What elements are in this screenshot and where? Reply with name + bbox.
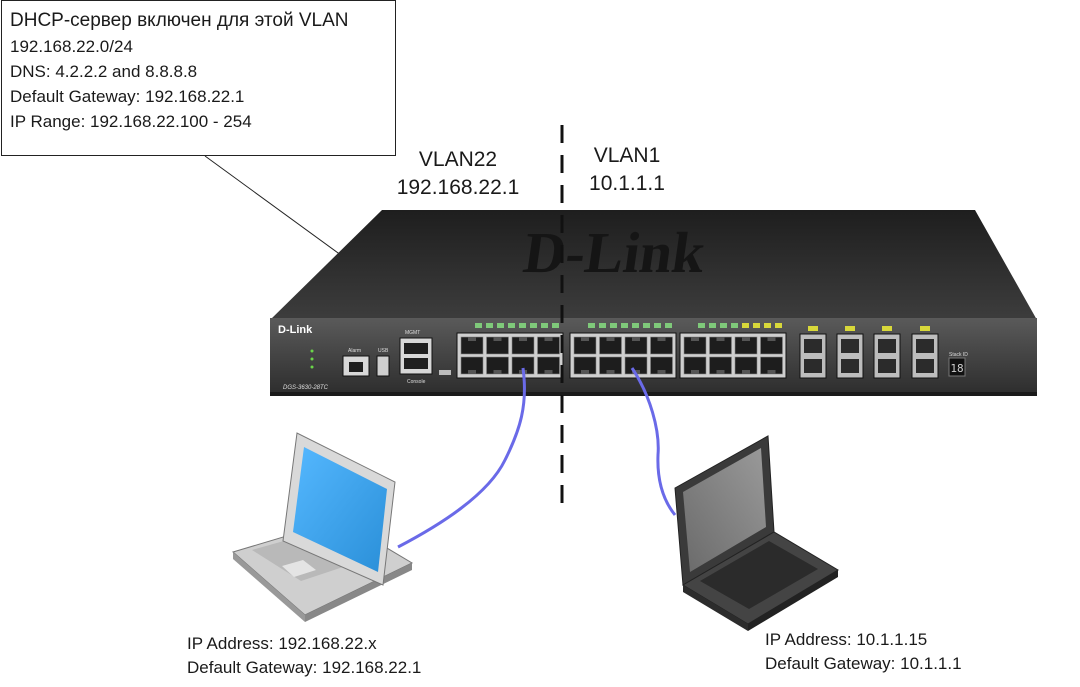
vlan-left-ip: 192.168.22.1 <box>396 176 520 199</box>
port-led <box>530 323 537 328</box>
alarm-label: Alarm <box>348 348 361 354</box>
port-led <box>665 323 672 328</box>
port-led <box>486 323 493 328</box>
port-led <box>643 323 650 328</box>
laptop-left <box>231 432 414 622</box>
stack-id-label: Stack ID <box>949 352 968 358</box>
dhcp-ip-range: IP Range: 192.168.22.100 - 254 <box>10 112 252 131</box>
stack-id-display <box>948 357 966 377</box>
rj45-port-block <box>679 332 787 379</box>
console-label: Console <box>407 379 426 385</box>
laptop-left-screen <box>293 447 387 572</box>
mgmt-label: MGMT <box>405 330 420 336</box>
laptop-left-base-front <box>305 563 412 622</box>
pc-left-info: IP Address: 192.168.22.x Default Gateway… <box>187 632 421 680</box>
laptop-right <box>674 435 839 631</box>
switch-model-label: DGS-3630-28TC <box>283 385 329 391</box>
laptop-left-touchpad <box>282 560 316 577</box>
dhcp-gateway: Default Gateway: 192.168.22.1 <box>10 87 245 106</box>
port-led <box>632 323 639 328</box>
vlan-right-name: VLAN1 <box>593 144 661 167</box>
port-led <box>764 323 771 328</box>
port-led <box>742 323 749 328</box>
rj45-port-block <box>456 332 564 379</box>
dhcp-dns: DNS: 4.2.2.2 and 8.8.8.8 <box>10 62 198 81</box>
port-led <box>508 323 515 328</box>
port-led <box>599 323 606 328</box>
port-led <box>654 323 661 328</box>
vlan-left-label: VLAN22 192.168.22.1 <box>384 146 532 202</box>
port-led <box>731 323 738 328</box>
vlan-left-name: VLAN22 <box>418 148 498 171</box>
micro-usb-console <box>439 370 451 375</box>
laptop-right-keyboard <box>700 541 818 609</box>
switch-bottom-edge <box>270 392 1037 396</box>
port-led <box>775 323 782 328</box>
port-led <box>588 323 595 328</box>
pc-right-gateway: Default Gateway: 10.1.1.1 <box>765 654 962 673</box>
port-led <box>621 323 628 328</box>
port-led-row <box>475 323 782 328</box>
status-led <box>310 365 314 369</box>
port-led <box>709 323 716 328</box>
usb-port <box>376 355 390 377</box>
port-led <box>541 323 548 328</box>
console-port-bottom <box>404 358 428 369</box>
port-led <box>720 323 727 328</box>
rj45-port-groups <box>456 332 787 379</box>
port-led <box>698 323 705 328</box>
port-led <box>475 323 482 328</box>
port-led <box>519 323 526 328</box>
port-led <box>552 323 559 328</box>
status-led <box>310 349 314 353</box>
vlan-right-ip: 10.1.1.1 <box>589 172 665 195</box>
pc-right-info: IP Address: 10.1.1.15 Default Gateway: 1… <box>765 628 962 676</box>
pc-left-ip: IP Address: 192.168.22.x <box>187 634 377 653</box>
stack-id-value: 18 <box>950 362 963 375</box>
laptop-right-base-side <box>683 585 748 631</box>
cable-right <box>630 367 677 516</box>
dhcp-info-box: DHCP-сервер включен для этой VLAN 192.16… <box>1 0 396 156</box>
switch-front-logo: D-Link <box>278 324 313 336</box>
vlan-right-label: VLAN1 10.1.1.1 <box>572 142 682 198</box>
switch-top-logo: D-Link <box>520 220 710 285</box>
pc-right-ip: IP Address: 10.1.1.15 <box>765 630 928 649</box>
status-led <box>310 357 314 361</box>
cable-left <box>397 367 526 549</box>
laptop-left-base-side <box>233 552 305 622</box>
switch-top-surface <box>270 210 1037 320</box>
laptop-right-screen <box>683 448 766 572</box>
mgmt-port-inner <box>349 362 363 372</box>
rj45-port-block <box>569 332 677 379</box>
port-led <box>497 323 504 328</box>
usb-label: USB <box>378 348 389 354</box>
sfp-port-group <box>799 326 939 379</box>
dhcp-info-title: DHCP-сервер включен для этой VLAN <box>10 10 349 31</box>
pc-left-gateway: Default Gateway: 192.168.22.1 <box>187 658 422 677</box>
laptop-right-base-front <box>748 570 838 631</box>
dhcp-subnet: 192.168.22.0/24 <box>10 37 133 56</box>
console-port-top <box>404 343 428 354</box>
port-led <box>610 323 617 328</box>
port-led <box>753 323 760 328</box>
